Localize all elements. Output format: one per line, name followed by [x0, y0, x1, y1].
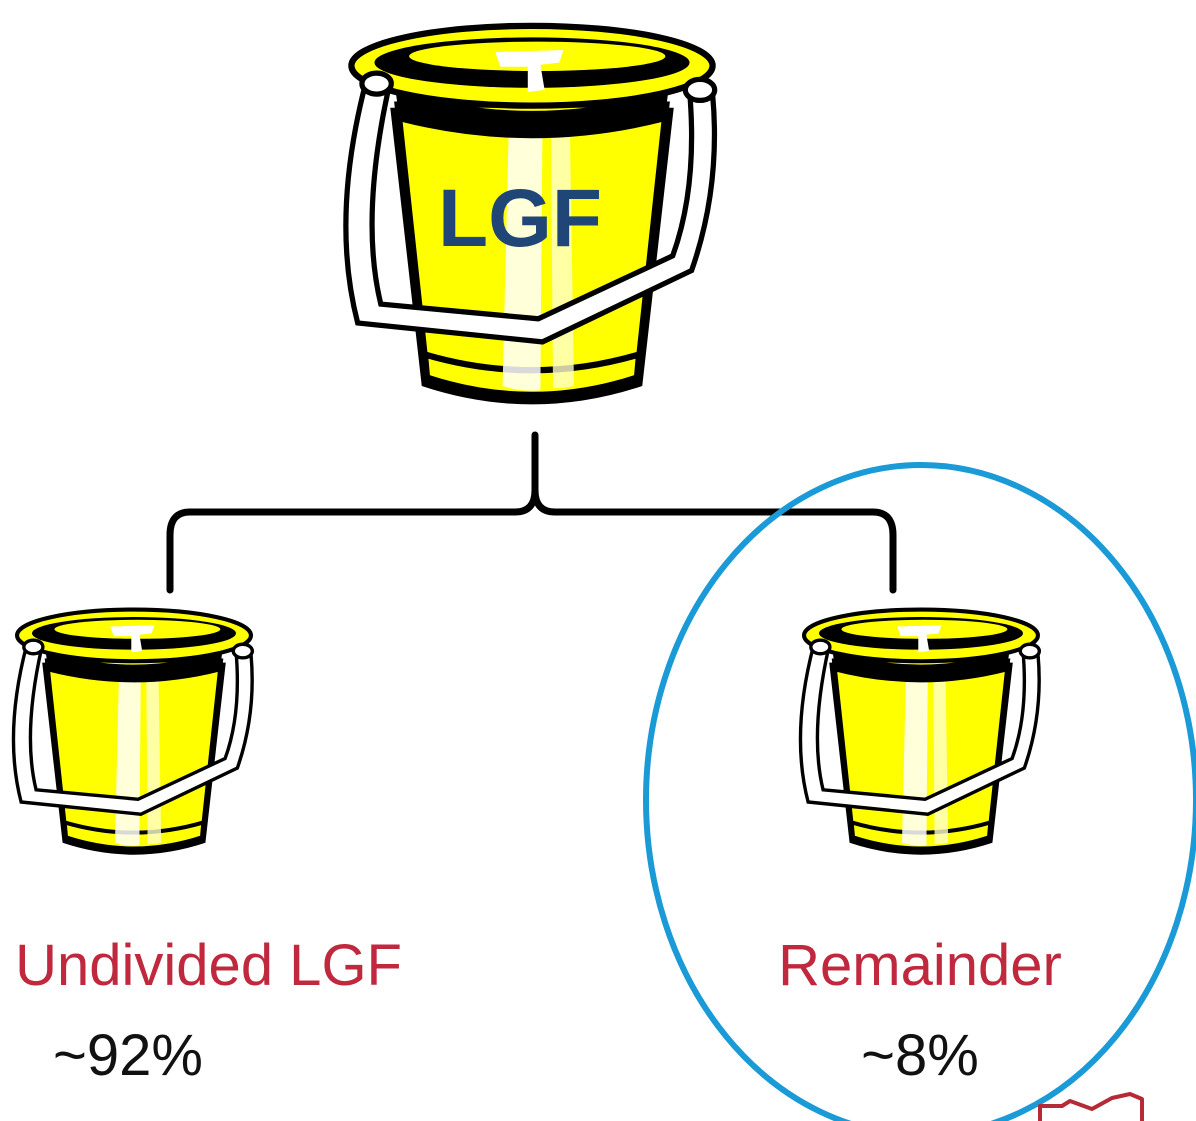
ohio-outline-icon	[1038, 1092, 1144, 1121]
child-label-undivided: y Undivided LGF	[0, 933, 402, 998]
parent-bucket: LGF	[346, 26, 715, 405]
parent-bucket-label: LGF	[438, 173, 602, 264]
child-bucket-remainder: Remainder ~8%	[778, 610, 1062, 1088]
child-share-remainder: ~8%	[861, 1023, 979, 1088]
child-share-undivided: ~92%	[53, 1023, 203, 1088]
child-bucket-undivided: y Undivided LGF ~92%	[0, 610, 402, 1088]
remainder-highlight-ring	[643, 462, 1196, 1121]
split-connector	[166, 431, 897, 594]
child-bucket-undivided-icon	[13, 610, 252, 855]
child-bucket-remainder-icon	[800, 610, 1039, 855]
child-label-remainder: Remainder	[778, 933, 1062, 998]
